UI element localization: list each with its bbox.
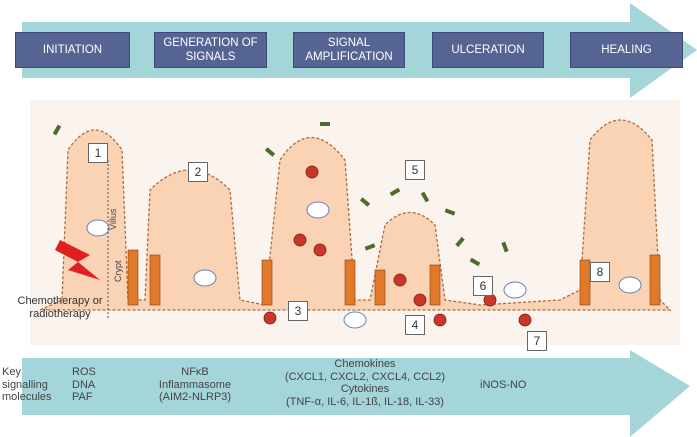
stage-signal-amplification: SIGNAL AMPLIFICATION bbox=[293, 32, 405, 68]
molecules-initiation: ROS DNA PAF bbox=[72, 366, 96, 403]
step-4: 4 bbox=[405, 315, 425, 335]
villus-label: Villus bbox=[108, 208, 118, 230]
step-1: 1 bbox=[88, 143, 108, 163]
step-5: 5 bbox=[405, 160, 425, 180]
villi bbox=[39, 119, 672, 311]
lightning-icon bbox=[55, 240, 100, 280]
step-7: 7 bbox=[527, 331, 547, 351]
step-6: 6 bbox=[473, 276, 493, 296]
stage-ulceration: ULCERATION bbox=[432, 32, 544, 68]
stage-healing: HEALING bbox=[570, 32, 683, 68]
molecules-ulceration: iNOS-NO bbox=[480, 379, 527, 391]
crypt-cells bbox=[127, 249, 661, 306]
bacteria bbox=[52, 122, 509, 267]
crypt-label: Crypt bbox=[113, 260, 123, 282]
step-8: 8 bbox=[590, 262, 610, 282]
step-3: 3 bbox=[288, 301, 308, 321]
step-2: 2 bbox=[188, 162, 208, 182]
macrophages bbox=[86, 201, 642, 329]
stage-initiation: INITIATION bbox=[15, 32, 130, 68]
molecules-amplification: Chemokines (CXCL1, CXCL2, CXCL4, CCL2) C… bbox=[284, 358, 446, 408]
immune-cells bbox=[263, 165, 532, 327]
stage-generation-of-signals: GENERATION OF SIGNALS bbox=[154, 32, 267, 68]
molecules-arrow-bottom bbox=[22, 350, 690, 437]
molecules-generation: NFκB Inflammasome (AIM2-NLRP3) bbox=[158, 366, 232, 403]
trigger-label: Chemotherapy or radiotherapy bbox=[17, 295, 103, 320]
key-molecules-title: Key signalling molecules bbox=[2, 366, 52, 403]
